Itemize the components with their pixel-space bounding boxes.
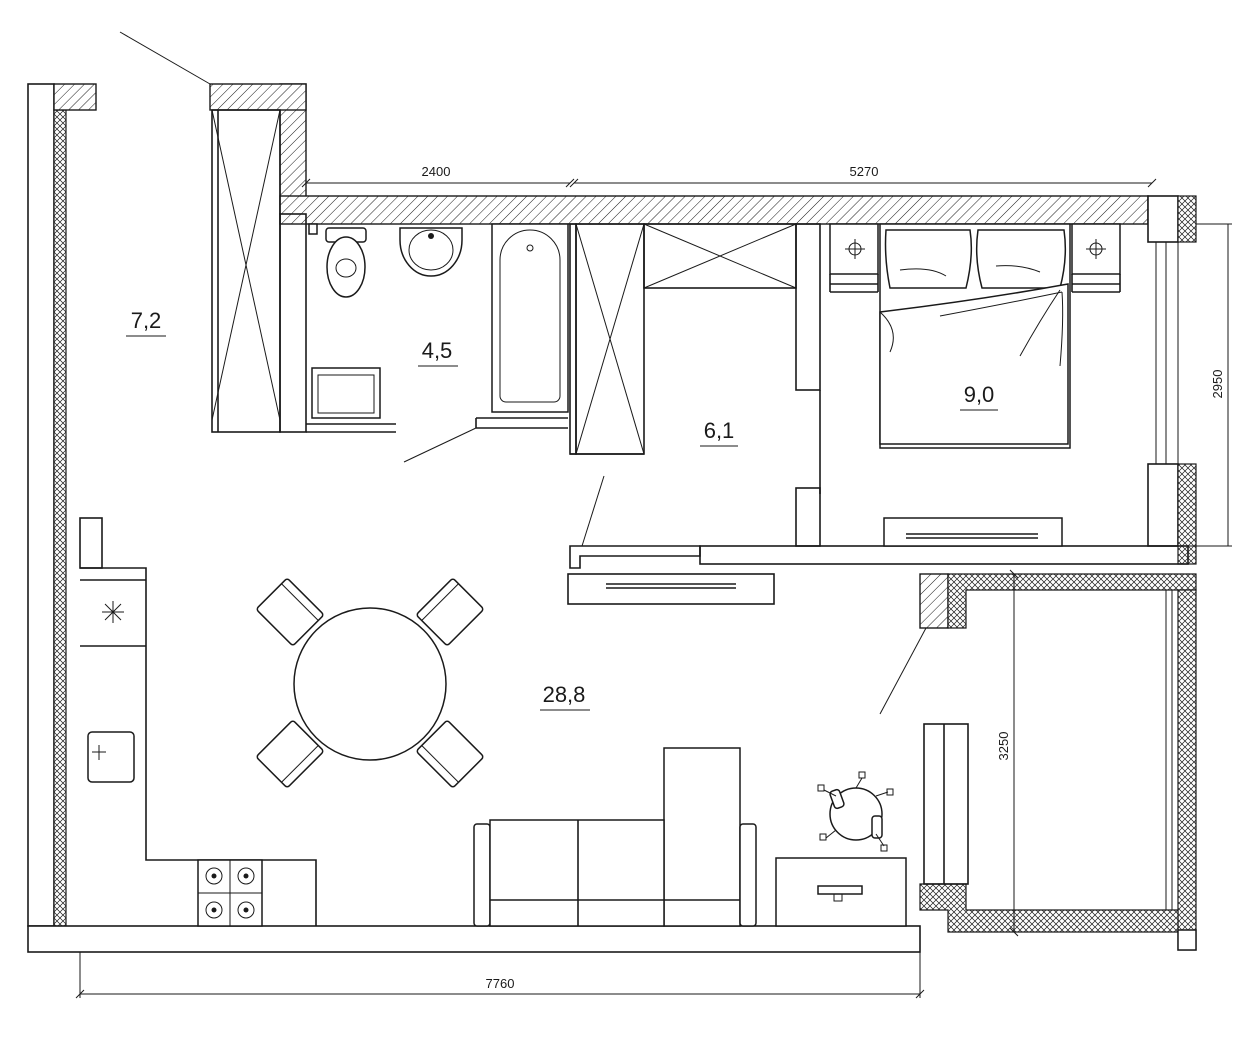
nightstand-left-icon [829,223,879,293]
balcony [879,573,1197,951]
stove-icon [197,859,263,927]
bedroom [699,223,1189,565]
bathroom [279,213,569,463]
room-hall-area: 7,2 [126,308,166,337]
room-living-area: 28,8 [540,682,590,711]
washing-machine-icon [311,367,381,419]
exterior-walls [27,83,1197,953]
dimension-lines [75,178,1232,999]
room-bedroom-area: 9,0 [960,382,998,411]
room-area-label: 9,0 [964,382,995,407]
room-area-label: 6,1 [704,418,735,443]
toilet-icon [308,223,367,298]
sink-icon [399,227,463,277]
dining-table-icon [256,578,484,788]
dimension-bedroom-width: 5270 [850,164,879,179]
dimension-bathroom-width: 2400 [422,164,451,179]
room-area-label: 28,8 [543,682,586,707]
desk-icon [775,857,907,927]
office-chair-icon [817,771,894,852]
room-area-label: 4,5 [422,338,453,363]
sofa-icon [473,747,757,927]
dimension-total-width: 7760 [486,976,515,991]
hood-icon [102,601,124,623]
room-wardrobe-area: 6,1 [700,418,738,447]
wardrobe-room [567,223,821,605]
dresser-icon [883,517,1063,547]
bathtub-icon [491,223,569,413]
dimension-balcony-depth: 3250 [996,732,1011,761]
dimension-bedroom-depth: 2950 [1210,370,1225,399]
nightstand-right-icon [1071,223,1121,293]
room-area-label: 7,2 [131,308,162,333]
kitchen-sink-icon [87,731,135,783]
double-bed-icon [879,223,1071,449]
room-bathroom-area: 4,5 [418,338,458,367]
kitchen [79,517,317,927]
